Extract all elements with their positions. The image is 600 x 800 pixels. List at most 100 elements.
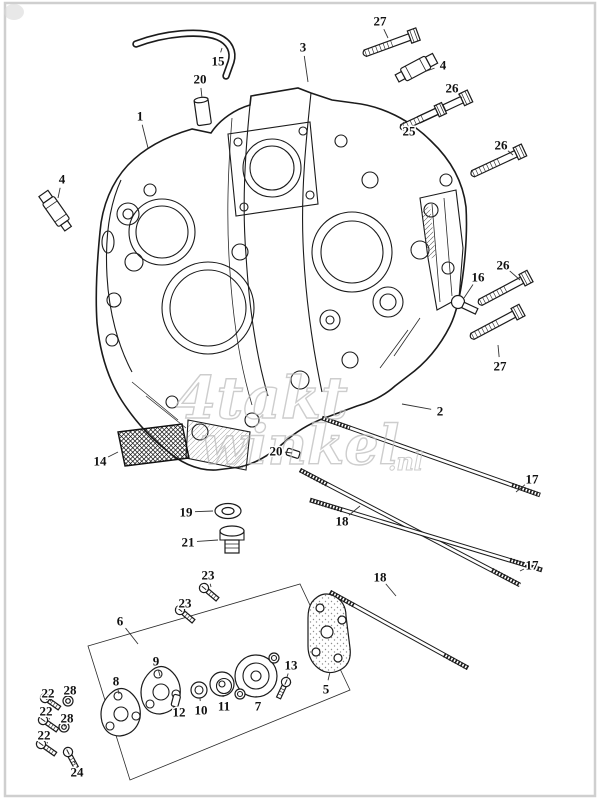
leader-line (303, 55, 309, 83)
part-number-label: 17 (526, 558, 540, 573)
crankcase-assembly (95, 87, 479, 471)
pump-rotor-outer (209, 671, 235, 697)
callouts-layer: 2715342620252614261627220141719182117182… (36, 12, 541, 781)
drain-plug (219, 525, 245, 554)
part-number-label: 28 (61, 711, 75, 726)
part-number-label: 11 (218, 699, 230, 714)
leader-line (63, 723, 66, 727)
leader-line (141, 124, 149, 149)
page-border (3, 1, 597, 798)
sealing-washer (214, 502, 242, 520)
leader-line (401, 403, 432, 410)
crankcase-outline (95, 87, 468, 471)
part-number-label: 22 (40, 704, 53, 719)
cylinder-deck (227, 121, 319, 217)
part-number-label: 18 (336, 514, 350, 529)
case-seam-right (301, 92, 323, 393)
leader-line (209, 583, 212, 588)
crankcase-left-half (101, 183, 255, 429)
leader-line (515, 484, 526, 493)
leader-line (402, 121, 405, 124)
part-number-label: 28 (64, 683, 78, 698)
leader-line (57, 187, 61, 199)
dowel-pin-top (193, 96, 212, 127)
watermark-line2: winkel (201, 413, 400, 477)
leader-line (49, 698, 52, 702)
leader-line (196, 539, 219, 542)
part-number-label: 7 (255, 699, 262, 714)
part-number-label: 17 (526, 472, 540, 487)
breather-tube (132, 29, 236, 80)
part-number-label: 22 (38, 728, 51, 743)
case-seam-left (243, 104, 269, 397)
part-number-label: 15 (212, 54, 226, 69)
leader-line (383, 28, 389, 39)
part-number-label: 6 (117, 614, 124, 629)
part-number-label: 20 (270, 444, 283, 459)
part-number-label: 5 (323, 682, 330, 697)
dowel-pin-20 (285, 447, 301, 459)
leader-line (348, 505, 361, 516)
part-number-label: 4 (59, 172, 66, 187)
crankcase-right-half (165, 134, 464, 441)
leader-line (200, 87, 203, 99)
leader-line (220, 47, 223, 53)
leader-line (284, 451, 293, 454)
part-number-label: 4 (440, 58, 447, 73)
leader-line (286, 673, 289, 678)
pump-gasket-9 (140, 665, 181, 715)
dowel-sleeve-4 (37, 188, 75, 234)
stud-bolt-18 (298, 467, 522, 588)
part-number-label: 27 (374, 14, 388, 29)
pump-cover-plate (307, 593, 351, 674)
leader-line (458, 94, 463, 99)
leader-line (73, 760, 76, 764)
stud-bolt-17 (309, 497, 543, 573)
part-number-label: 8 (113, 674, 120, 689)
part-number-label: 22 (42, 686, 55, 701)
leader-line (385, 583, 397, 597)
breather-fitting (450, 294, 479, 315)
leader-line (117, 689, 120, 695)
sump-hatch (186, 420, 250, 470)
leader-line (463, 284, 474, 299)
stud-bolts (285, 415, 543, 671)
case-seam-inner (227, 117, 253, 406)
part-number-label: 1 (137, 109, 144, 124)
leader-line (48, 717, 50, 720)
part-number-label: 20 (194, 72, 207, 87)
pump-drive-pin (170, 693, 181, 708)
part-number-label: 16 (472, 270, 486, 285)
spring-washer-28 (62, 695, 74, 707)
stud-bolt-17 (321, 415, 541, 498)
part-number-label: 25 (403, 124, 417, 139)
part-number-label: 12 (173, 705, 186, 720)
part-number-label: 3 (300, 40, 307, 55)
leader-line (157, 669, 161, 677)
part-number-label: 26 (446, 81, 460, 96)
pan-screw-23 (196, 580, 222, 604)
oil-pump-body (234, 652, 280, 700)
scan-smudge (4, 4, 24, 20)
part-number-label: 23 (179, 596, 193, 611)
part-number-label: 13 (285, 658, 299, 673)
leader-line (194, 510, 214, 513)
part-number-label: 26 (497, 258, 511, 273)
part-number-label: 21 (182, 535, 195, 550)
stud-bolt-18 (328, 589, 470, 671)
part-number-label: 2 (437, 404, 444, 419)
leader-line (107, 451, 119, 458)
watermark-suffix: .nl (388, 447, 423, 476)
part-number-label: 14 (94, 454, 108, 469)
pump-rotor-inner (190, 681, 208, 699)
leader-line (327, 671, 331, 681)
leader-line (125, 627, 139, 645)
leader-line (497, 344, 500, 358)
leader-line (519, 568, 525, 572)
watermark-line1: 4takt (176, 364, 348, 432)
part-number-label: 26 (495, 138, 509, 153)
leader-line (509, 270, 521, 281)
pump-gasket-8 (100, 687, 141, 737)
